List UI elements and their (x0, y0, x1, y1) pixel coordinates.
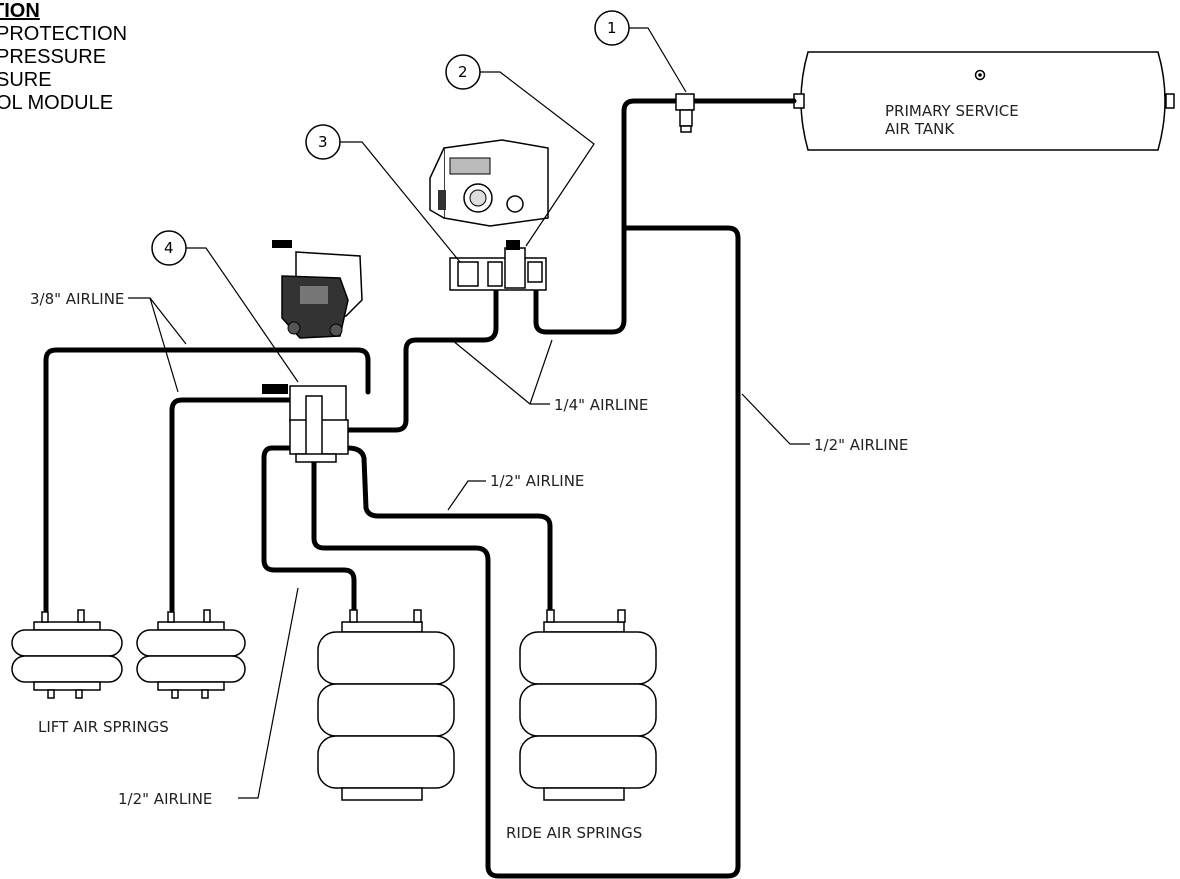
control-panel-illustration (429, 139, 549, 227)
callout-4: 4 (151, 230, 187, 266)
legend-item: OL MODULE (0, 92, 114, 114)
airlines (43, 98, 797, 879)
svg-text:2: 2 (458, 63, 468, 81)
ride-air-springs-label: RIDE AIR SPRINGS (506, 824, 642, 842)
ride-air-spring-left (317, 609, 455, 801)
valve-body-illustration (272, 240, 363, 339)
legend-item: PROTECTION (0, 23, 128, 45)
ride-air-spring-right (519, 609, 657, 801)
tank-label-line2: AIR TANK (885, 120, 955, 138)
svg-text:3: 3 (318, 133, 328, 151)
legend: TION PROTECTION PRESSURE SURE OL MODULE (0, 0, 127, 115)
legend-item: PRESSURE (0, 46, 107, 68)
callout-1: 1 (594, 10, 630, 46)
airline-label-3-8: 3/8" AIRLINE (30, 290, 124, 308)
airline-label-1-4: 1/4" AIRLINE (554, 396, 648, 414)
module-4-control-valve (262, 384, 349, 463)
module-3-valve-block (449, 240, 547, 291)
lift-air-spring-left (11, 609, 123, 699)
legend-item: SURE (0, 69, 52, 91)
leader-lines (128, 27, 810, 799)
tank-label-line1: PRIMARY SERVICE (885, 102, 1019, 120)
legend-title: TION (0, 0, 40, 22)
airline-label-1-2-bottom: 1/2" AIRLINE (118, 790, 212, 808)
svg-text:1: 1 (607, 19, 617, 37)
svg-text:4: 4 (164, 239, 174, 257)
callout-3: 3 (305, 124, 341, 160)
lift-air-spring-right (136, 609, 246, 699)
callout-2: 2 (445, 54, 481, 90)
fitting-1 (675, 93, 695, 133)
airline-label-1-2-right: 1/2" AIRLINE (814, 436, 908, 454)
airline-label-1-2-middle: 1/2" AIRLINE (490, 472, 584, 490)
lift-air-springs-label: LIFT AIR SPRINGS (38, 718, 169, 736)
primary-service-air-tank: PRIMARY SERVICE AIR TANK (793, 51, 1175, 151)
